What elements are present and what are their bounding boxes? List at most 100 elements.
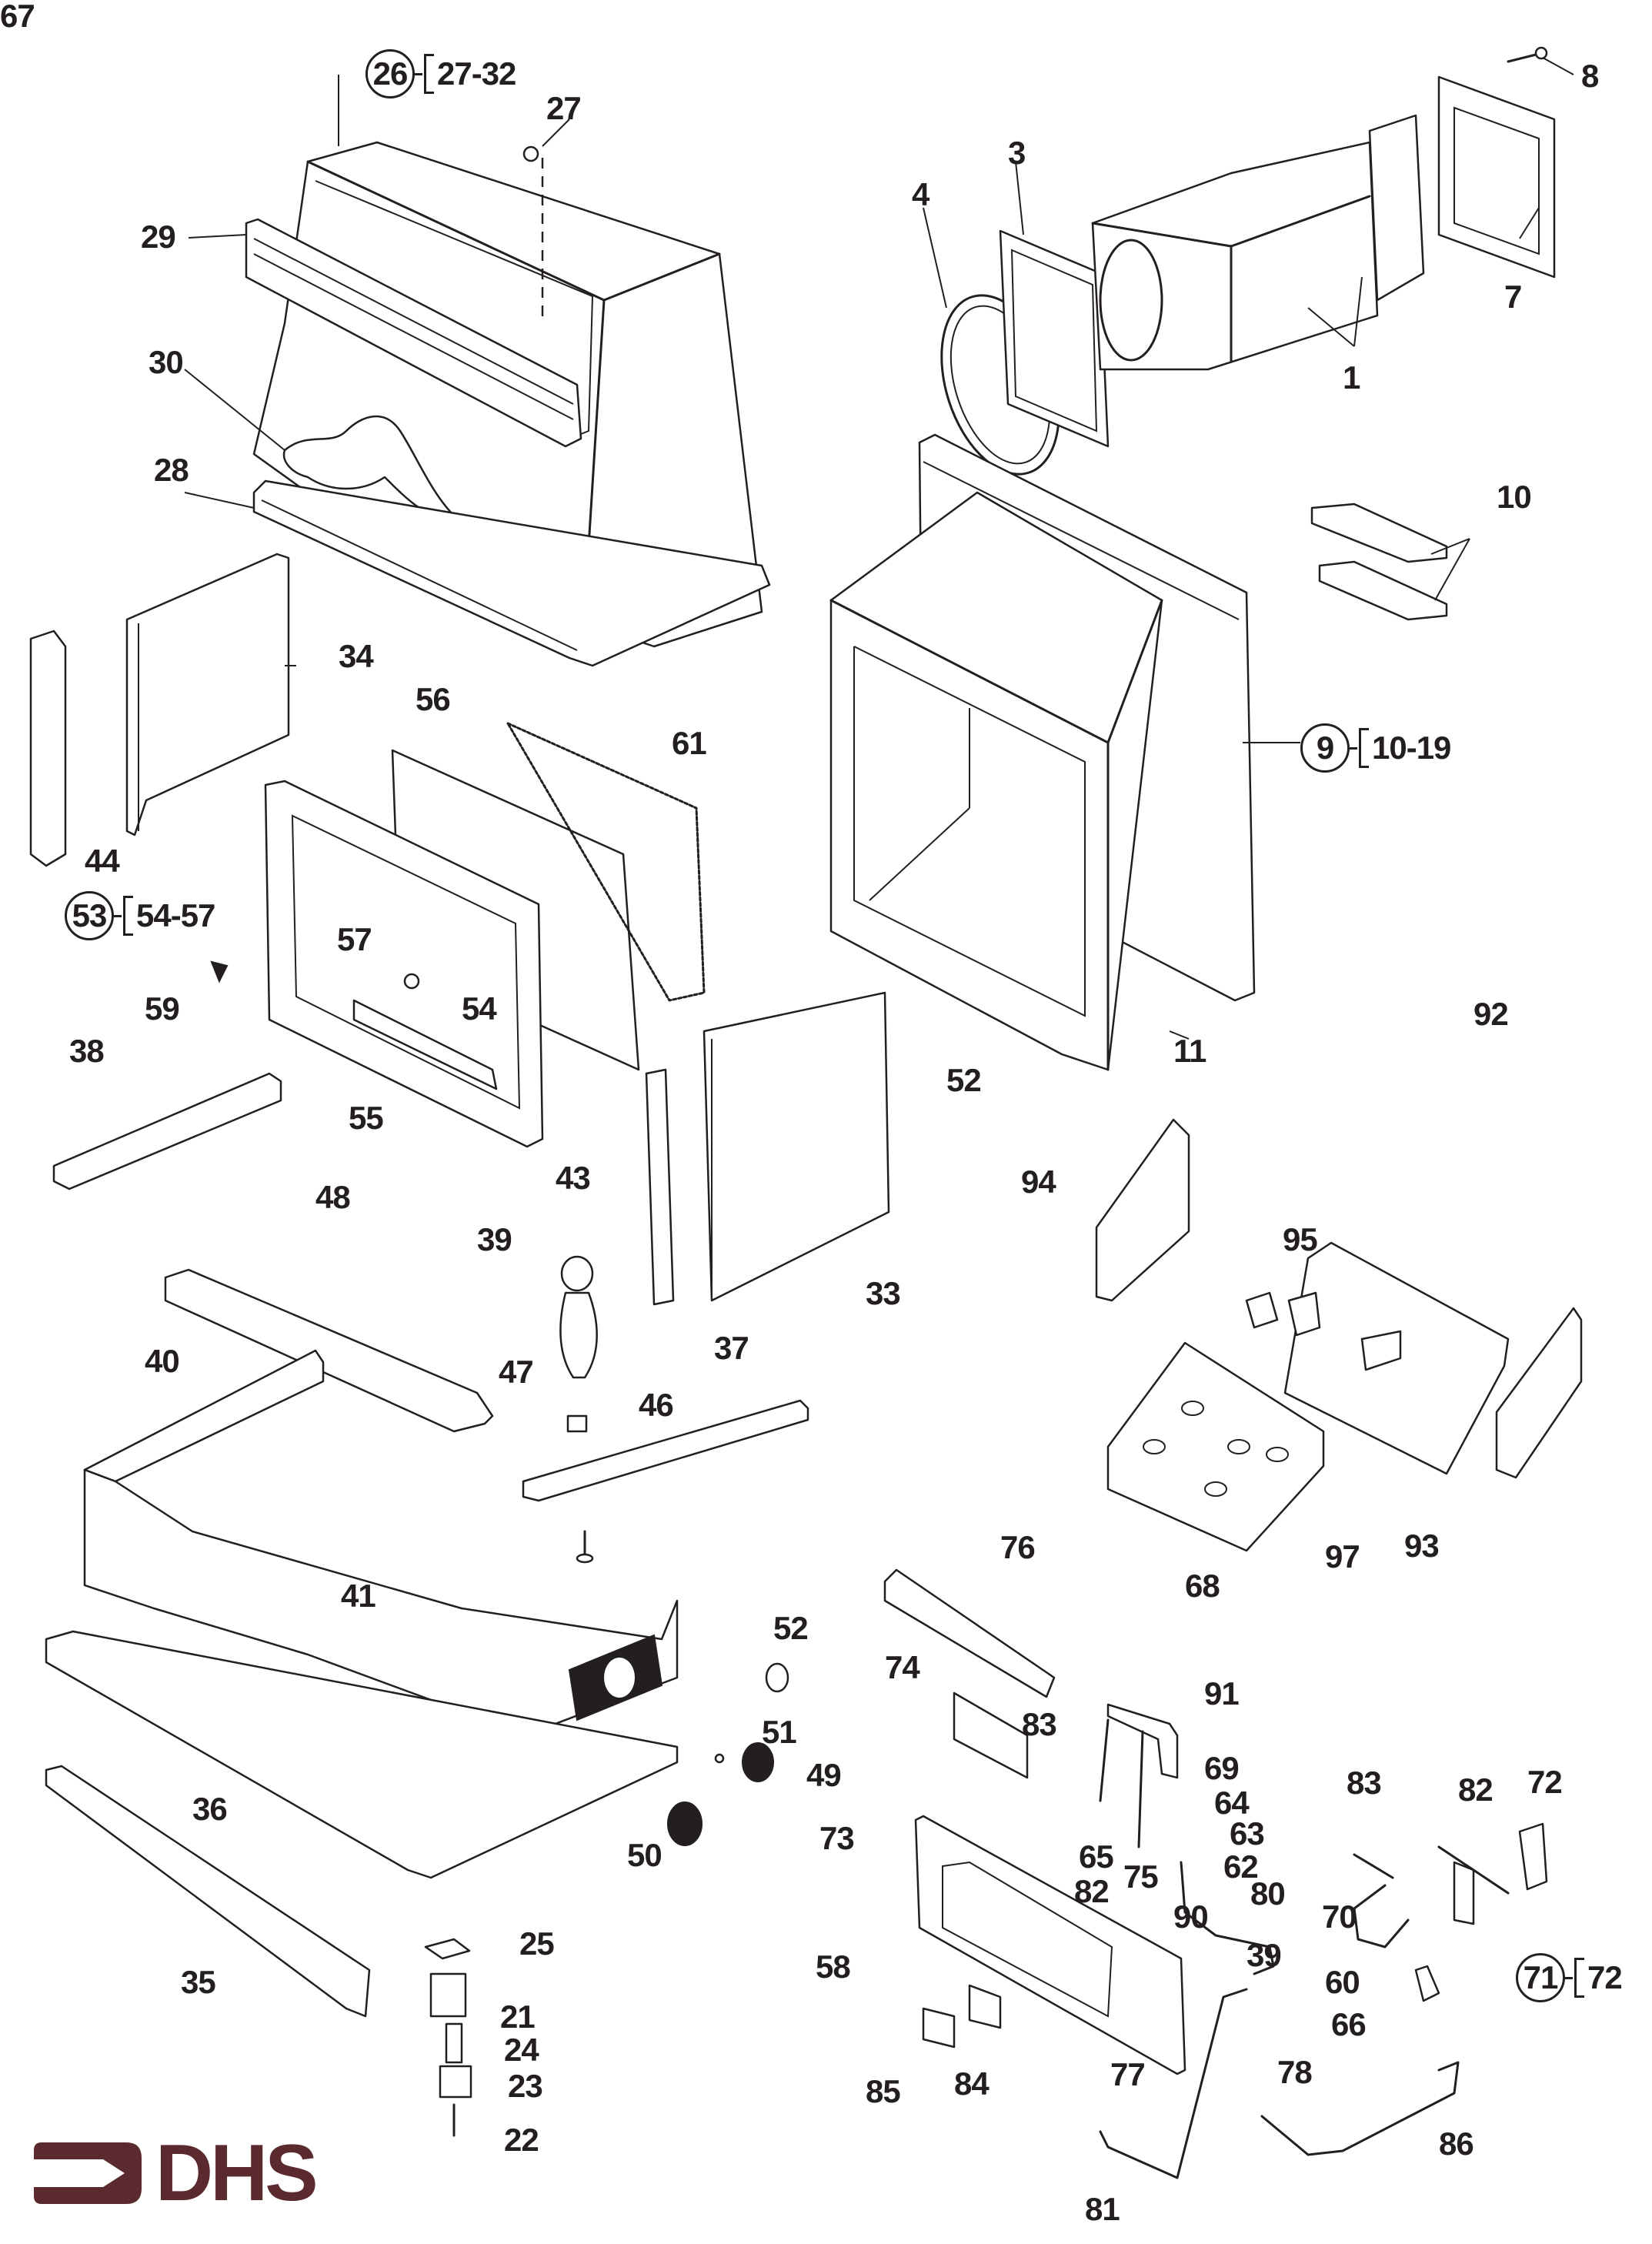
callout-93: 93	[1404, 1528, 1440, 1564]
callout-10: 10	[1497, 479, 1532, 515]
part-37-tray	[522, 1399, 809, 1502]
assembly-number-circle: 53	[65, 891, 114, 940]
callout-51: 51	[762, 1714, 797, 1750]
bracket	[424, 54, 434, 94]
callout-23: 23	[508, 2068, 543, 2104]
callout-3: 3	[1008, 135, 1026, 171]
callout-70: 70	[1322, 1898, 1357, 1935]
callout-43: 43	[556, 1160, 591, 1196]
brand-logo-text: DHS	[155, 2129, 319, 2218]
callout-54: 54	[462, 990, 497, 1027]
callout-57: 57	[337, 921, 372, 957]
part-74-bracket	[953, 1691, 1029, 1779]
arrow-bracket-icon	[34, 2142, 142, 2204]
part-95-coals	[1245, 1291, 1402, 1371]
assembly-range: 72	[1587, 1959, 1623, 1995]
callout-68: 68	[1185, 1568, 1220, 1604]
callout-1: 1	[1343, 359, 1360, 396]
callout-52a: 52	[946, 1062, 982, 1098]
callout-46: 46	[639, 1387, 674, 1423]
callout-82b: 82	[1458, 1771, 1493, 1808]
part-8-screw	[1507, 46, 1548, 63]
part-81-gas-pipe	[1099, 1988, 1248, 2179]
callout-4: 4	[912, 176, 929, 212]
callout-97: 97	[1325, 1538, 1360, 1574]
callout-60: 60	[1325, 1964, 1360, 2000]
callout-74: 74	[885, 1649, 920, 1685]
callout-50: 50	[627, 1837, 662, 1873]
assembly-number-circle: 26	[365, 49, 415, 99]
callout-80: 80	[1250, 1875, 1286, 1912]
part-feet-assembly	[424, 1938, 472, 2137]
part-46-screw	[576, 1530, 594, 1564]
callout-66: 66	[1331, 2006, 1367, 2042]
callout-83b: 83	[1347, 1765, 1382, 1801]
part-1-flue-duct	[1091, 114, 1425, 371]
callout-83a: 83	[1022, 1706, 1057, 1742]
part-27-screw	[522, 145, 544, 323]
callout-92: 92	[1473, 996, 1509, 1032]
callout-94: 94	[1021, 1164, 1056, 1200]
brand-logo: DHS	[34, 2129, 319, 2218]
assembly-number-circle: 71	[1516, 1953, 1565, 2002]
callout-33: 33	[866, 1275, 901, 1311]
callout-90: 90	[1173, 1898, 1209, 1935]
callout-56: 56	[416, 681, 451, 717]
callout-78: 78	[1277, 2054, 1313, 2090]
part-44-side-strip	[29, 629, 67, 867]
callout-61: 61	[672, 725, 707, 761]
part-76-burner	[883, 1568, 1056, 1698]
callout-55: 55	[349, 1100, 384, 1136]
bracket-tick	[1350, 746, 1357, 750]
part-84-85-gaskets	[922, 1984, 1002, 2049]
callout-34: 34	[339, 638, 374, 674]
callout-69: 69	[1204, 1750, 1240, 1786]
part-43-side-strip	[645, 1068, 675, 1306]
bracket	[1574, 1958, 1584, 1998]
part-70-71-72-gas-valve	[1353, 1822, 1548, 2002]
part-7-gasket-plate	[1437, 75, 1556, 279]
part-49-50-control-knobs	[667, 1742, 774, 1846]
callout-28: 28	[154, 452, 189, 488]
part-62-80-gas-pipe	[1180, 1861, 1275, 1975]
part-94-brick	[1095, 1118, 1190, 1302]
part-93-brick	[1495, 1307, 1583, 1479]
assembly-group-9: 9 10-19	[1300, 723, 1451, 773]
part-33-side-panel	[703, 991, 890, 1302]
part-35-front-strip	[45, 1765, 371, 2018]
callout-72: 72	[1527, 1764, 1563, 1800]
part-86-gas-pipe	[1260, 2061, 1460, 2156]
bracket	[123, 896, 133, 936]
part-61-glass-seal	[506, 722, 706, 1002]
assembly-group-53: 53 54-57	[65, 891, 215, 940]
callout-81: 81	[1085, 2191, 1120, 2227]
assembly-range: 27-32	[437, 55, 516, 92]
callout-91: 91	[1204, 1675, 1240, 1711]
callout-67: 67	[0, 0, 35, 34]
part-40-base-frame	[83, 1349, 679, 1764]
callout-86: 86	[1439, 2125, 1474, 2162]
part-29-grille-bar	[245, 218, 582, 448]
part-48-ashpan-lip	[164, 1268, 494, 1433]
assembly-number-circle: 9	[1300, 723, 1350, 773]
callout-30: 30	[149, 344, 184, 380]
bracket-tick	[114, 914, 122, 917]
assembly-group-71: 71 72	[1516, 1953, 1623, 2002]
callout-36: 36	[192, 1791, 228, 1827]
assembly-range: 10-19	[1372, 730, 1451, 766]
callout-63: 63	[1230, 1815, 1265, 1852]
callout-64: 64	[1214, 1785, 1250, 1821]
callout-7: 7	[1504, 279, 1522, 315]
callout-44: 44	[85, 843, 120, 879]
callout-22: 22	[504, 2122, 539, 2158]
assembly-range: 54-57	[136, 897, 215, 933]
callout-65: 65	[1079, 1838, 1114, 1875]
callout-39a: 39	[477, 1221, 512, 1257]
callout-41: 41	[341, 1578, 376, 1614]
callout-73: 73	[819, 1820, 855, 1856]
bracket	[1359, 728, 1369, 768]
callout-8: 8	[1581, 58, 1599, 94]
callout-25: 25	[519, 1925, 555, 1962]
part-73-burner-tray	[914, 1815, 1186, 2075]
